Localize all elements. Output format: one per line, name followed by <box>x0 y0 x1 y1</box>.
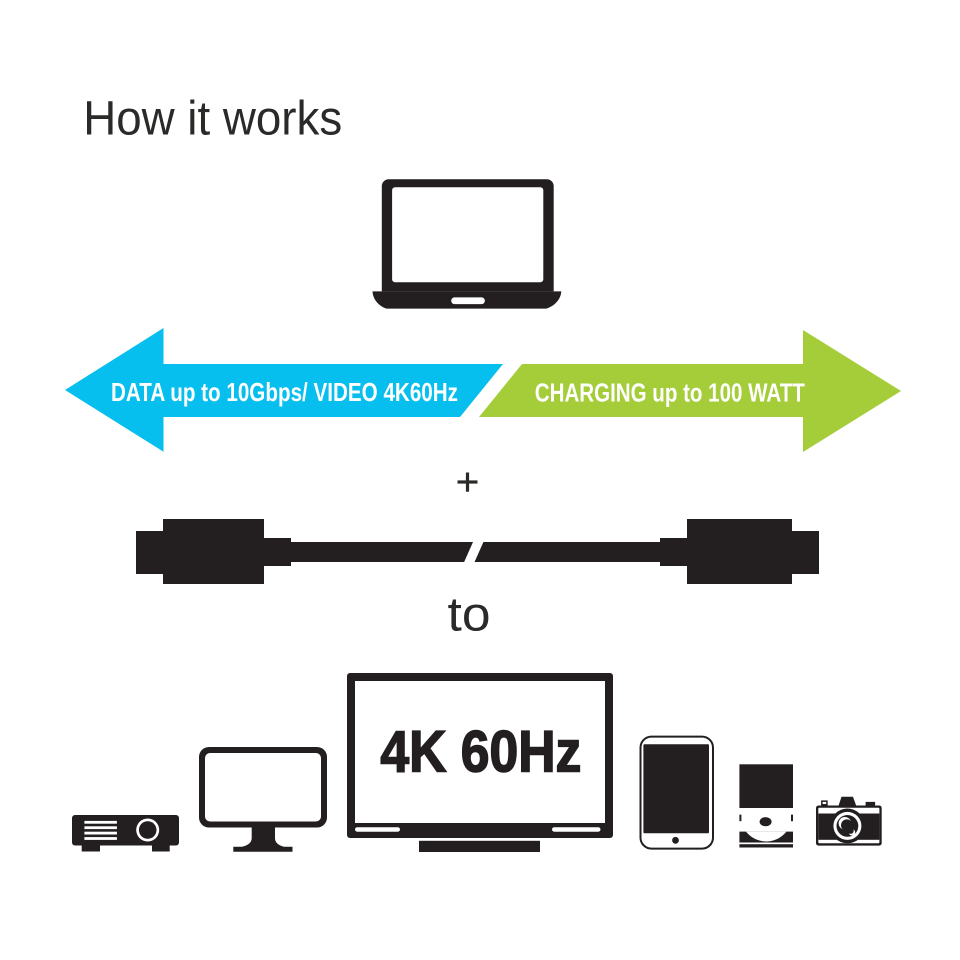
svg-text:4K 60Hz: 4K 60Hz <box>380 719 581 784</box>
svg-text:DATA up to 10Gbps/ VIDEO 4K60H: DATA up to 10Gbps/ VIDEO 4K60Hz <box>111 377 458 407</box>
svg-text:CHARGING up to 100 WATT: CHARGING up to 100 WATT <box>535 378 805 408</box>
svg-text:How it works: How it works <box>83 92 342 145</box>
svg-text:to: to <box>448 588 491 642</box>
